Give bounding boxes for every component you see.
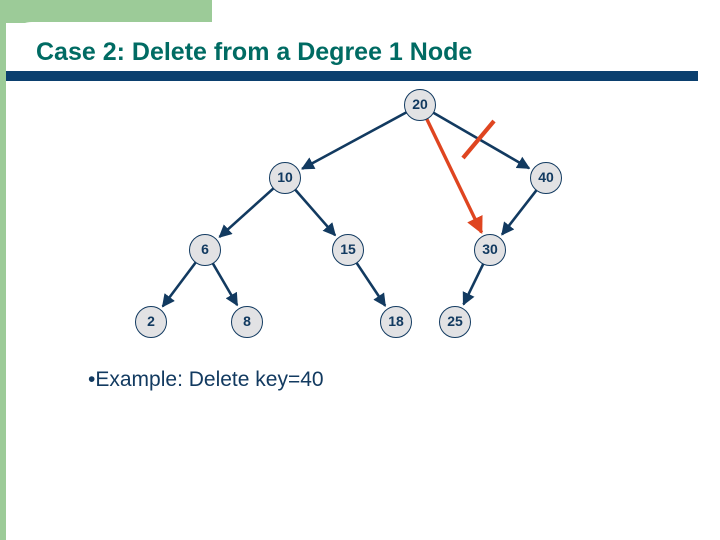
tree-edge-n15-n18 <box>354 261 387 307</box>
tree-edge-n30-n25 <box>462 262 485 306</box>
tree-edge-n20-n40 <box>431 111 531 170</box>
tree-edge-n10-n6 <box>218 186 276 238</box>
title-accent-bar <box>6 71 698 81</box>
tree-edge-layer <box>161 110 539 308</box>
bullet-glyph: • <box>88 368 96 391</box>
tree-edge-n6-n8 <box>211 261 239 307</box>
tree-node-18: 18 <box>380 306 412 338</box>
page-title: Case 2: Delete from a Degree 1 Node <box>36 38 473 66</box>
tree-node-8: 8 <box>231 306 263 338</box>
tree-annotation-layer <box>461 119 496 160</box>
tree-node-20: 20 <box>404 89 436 121</box>
tree-node-10: 10 <box>269 162 301 194</box>
tree-edge-n20-n30 <box>424 117 484 234</box>
tree-node-30: 30 <box>474 234 506 266</box>
slide-content-card <box>6 22 720 540</box>
bullet-text: Example: Delete key=40 <box>95 368 324 391</box>
tree-edge-n20-n10 <box>301 110 408 170</box>
bullet-item: •Example: Delete key=40 <box>88 368 324 392</box>
decor-green-left-strip <box>0 0 6 540</box>
decor-green-top-block <box>0 0 212 23</box>
tree-node-2: 2 <box>135 306 167 338</box>
tree-node-25: 25 <box>439 306 471 338</box>
tree-node-40: 40 <box>530 162 562 194</box>
tree-edge-n10-n15 <box>293 188 337 237</box>
tree-node-15: 15 <box>332 234 364 266</box>
edge-cut-mark <box>461 119 496 160</box>
tree-edge-n40-n30 <box>500 188 539 236</box>
tree-node-6: 6 <box>189 234 221 266</box>
tree-edge-n6-n2 <box>161 260 198 308</box>
